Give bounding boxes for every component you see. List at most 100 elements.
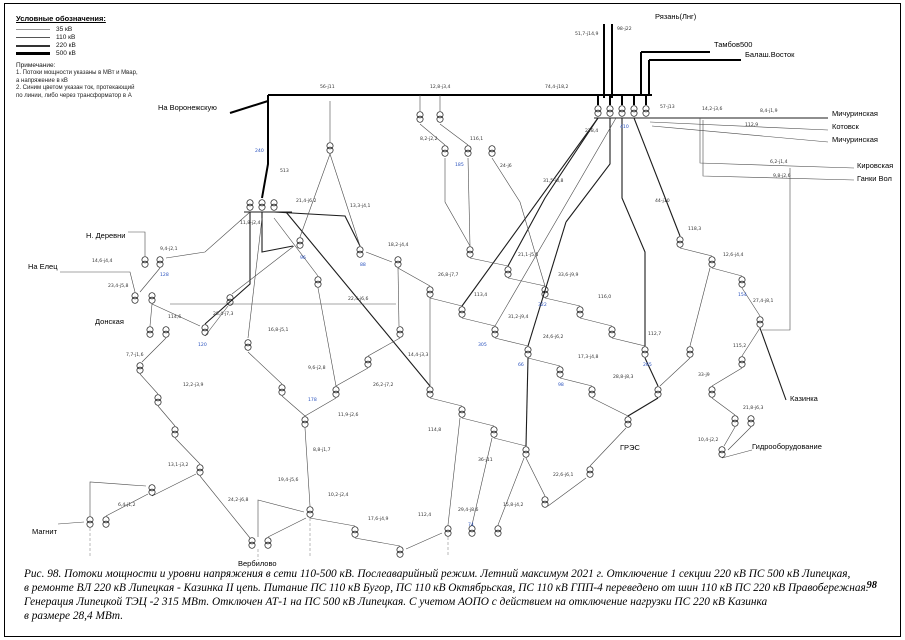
transformer-icon (146, 330, 154, 338)
power-line (57, 521, 85, 525)
power-line (525, 357, 529, 447)
power-line (157, 405, 176, 427)
transformer-icon (426, 286, 434, 294)
legend-line-sample (16, 52, 50, 55)
transformer-icon (351, 526, 359, 534)
flow-label: 113,4 (474, 292, 487, 298)
legend-item-label: 110 кВ (56, 34, 76, 41)
transformer-icon (504, 270, 512, 278)
transformer-icon (606, 109, 614, 117)
transformer-icon (468, 529, 476, 537)
flow-label: 6,4-j1,2 (118, 502, 136, 508)
flow-label: 36-j11 (478, 457, 493, 463)
legend-line-sample (16, 44, 50, 47)
transformer-icon (676, 236, 684, 244)
power-line (60, 271, 136, 293)
transformer-icon (708, 256, 716, 264)
power-line (467, 157, 471, 247)
flow-label: 22,6-j6,1 (553, 472, 574, 478)
transformer-icon (488, 145, 496, 153)
transformer-icon (396, 326, 404, 334)
transformer-icon (464, 149, 472, 157)
flow-label: 28,4-j7,3 (213, 311, 234, 317)
power-line (317, 287, 337, 387)
power-line (762, 168, 791, 331)
transformer-icon (624, 420, 632, 428)
station-label: Балаш.Восток (745, 50, 795, 59)
power-line (149, 303, 153, 327)
transformer-icon (171, 430, 179, 438)
legend-item: 500 кВ (16, 50, 186, 57)
transformer-icon (264, 541, 272, 549)
flow-label: 74 (468, 522, 474, 528)
flow-label: 15,8-j4,2 (503, 502, 524, 508)
power-line (89, 481, 147, 516)
transformer-icon (588, 386, 596, 394)
transformer-icon (641, 350, 649, 358)
power-line (699, 118, 855, 169)
flow-label: 118,3 (688, 226, 701, 232)
station-label: Гидрооборудование (752, 442, 822, 451)
flow-label: 24,6-j6,2 (543, 334, 564, 340)
flow-label: 18,2-j4,4 (388, 242, 409, 248)
transformer-icon (731, 415, 739, 423)
transformer-icon (314, 276, 322, 284)
power-line (329, 153, 361, 247)
station-label: На Воронежскую (158, 103, 217, 112)
transformer-icon (654, 386, 662, 394)
transformer-icon (490, 426, 498, 434)
station-label: Донская (95, 317, 124, 326)
transformer-icon (738, 356, 746, 364)
power-line (527, 357, 561, 367)
transformer-icon (270, 203, 278, 211)
power-line (267, 517, 307, 538)
flow-label: 10,4-j2,2 (698, 437, 719, 443)
power-line (151, 303, 201, 327)
flow-label: 154 (738, 292, 747, 298)
legend-item-label: 500 кВ (56, 50, 76, 57)
transformer-icon (396, 550, 404, 558)
flow-label: 112,9 (745, 122, 758, 128)
legend-note-line: 1. Потоки мощности указаны в МВт и Мвар, (16, 70, 138, 76)
flow-label: 513 (280, 168, 289, 174)
power-line (419, 123, 446, 146)
flow-label: 9,8-j2,6 (773, 173, 791, 179)
power-line (247, 351, 283, 385)
transformer-icon (642, 105, 650, 113)
power-line (354, 537, 401, 547)
transformer-icon (248, 541, 256, 549)
power-line (281, 395, 306, 417)
transformer-icon (156, 256, 164, 264)
transformer-icon (488, 149, 496, 157)
power-line (723, 426, 736, 447)
flow-label: 114,8 (428, 427, 441, 433)
transformer-icon (444, 529, 452, 537)
power-line (299, 153, 331, 238)
transformer-icon (86, 520, 94, 528)
power-line (611, 337, 646, 347)
flow-label: 305 (478, 342, 487, 348)
flow-label: 26,2-j7,2 (373, 382, 394, 388)
transformer-icon (332, 386, 340, 394)
transformer-icon (296, 241, 304, 249)
transformer-icon (738, 276, 746, 284)
power-line (711, 397, 736, 416)
flow-label: 9,6-j2,8 (308, 365, 326, 371)
power-line (659, 357, 691, 387)
transformer-icon (747, 415, 755, 423)
legend-item: 35 кВ (16, 26, 186, 33)
power-line (174, 437, 201, 465)
transformer-icon (356, 250, 364, 258)
transformer-icon (102, 520, 110, 528)
transformer-icon (306, 510, 314, 518)
flow-label: 114,6 (168, 314, 181, 320)
flow-label: 240 (255, 148, 264, 154)
transformer-icon (394, 260, 402, 268)
flow-label: 22,4-j6,6 (348, 296, 369, 302)
power-line (257, 499, 305, 537)
flow-label: 228,4 (585, 128, 598, 134)
transformer-icon (148, 296, 156, 304)
transformer-icon (131, 296, 139, 304)
power-line (429, 297, 463, 307)
